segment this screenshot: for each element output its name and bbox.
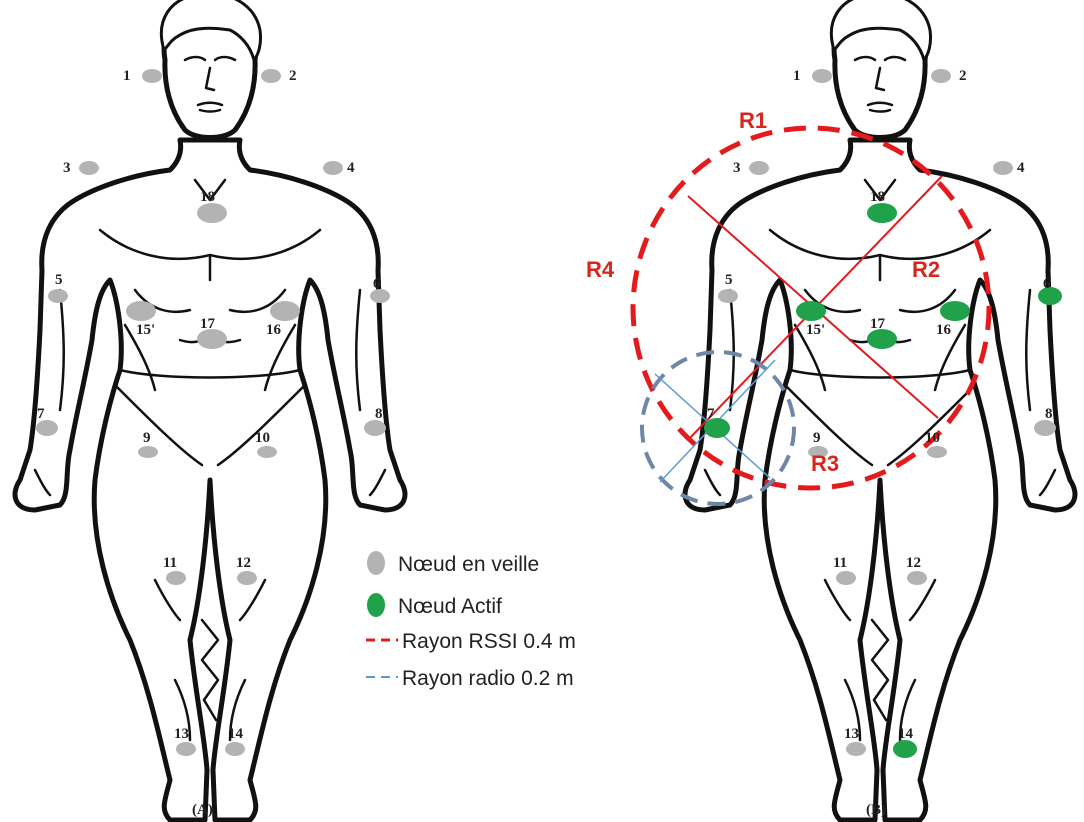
node-15-marker-b xyxy=(796,301,826,321)
node-8-label-a: 8 xyxy=(375,406,383,422)
node-9-label-a: 9 xyxy=(143,430,151,446)
node-12-label-a: 12 xyxy=(236,555,251,571)
node-6-label-a: 6 xyxy=(373,276,381,292)
node-4-label-a: 4 xyxy=(347,160,355,176)
region-label-r3: R3 xyxy=(811,451,839,476)
node-16-label-a: 16 xyxy=(266,322,282,338)
node-17-label-a: 17 xyxy=(200,316,216,332)
node-1-marker-a xyxy=(142,69,162,83)
node-9-marker-a xyxy=(138,446,158,458)
node-18-label-a: 18 xyxy=(200,189,215,205)
node-10-label-a: 10 xyxy=(255,430,270,446)
node-18-marker-b xyxy=(867,203,897,223)
node-16-marker-a xyxy=(270,301,300,321)
node-7-marker-a xyxy=(36,420,58,436)
node-12-marker-b xyxy=(907,571,927,585)
node-5-label-b: 5 xyxy=(725,272,733,288)
node-2-marker-a xyxy=(261,69,281,83)
figure-a xyxy=(15,0,405,820)
node-10-marker-b xyxy=(927,446,947,458)
node-2-label-a: 2 xyxy=(289,68,297,84)
node-1-label-b: 1 xyxy=(793,68,801,84)
node-7-label-a: 7 xyxy=(37,406,45,422)
node-4-marker-b xyxy=(993,161,1013,175)
node-15-label-b: 15' xyxy=(806,322,825,338)
node-12-marker-a xyxy=(237,571,257,585)
node-10-marker-a xyxy=(257,446,277,458)
node-11-marker-a xyxy=(166,571,186,585)
node-3-marker-b xyxy=(749,161,769,175)
node-18-label-b: 18 xyxy=(870,189,885,205)
legend-active-node-marker xyxy=(367,593,385,617)
node-16-marker-b xyxy=(940,301,970,321)
legend-radio-label: Rayon radio 0.2 m xyxy=(402,667,574,690)
node-12-label-b: 12 xyxy=(906,555,921,571)
region-label-r4: R4 xyxy=(586,257,615,282)
node-7-label-b: 7 xyxy=(707,406,715,422)
node-8-marker-b xyxy=(1034,420,1056,436)
region-label-r1: R1 xyxy=(739,108,767,133)
region-label-r2: R2 xyxy=(912,257,940,282)
node-15-marker-a xyxy=(126,301,156,321)
node-11-marker-b xyxy=(836,571,856,585)
legend-sleep-node-label: Nœud en veille xyxy=(398,553,539,576)
node-13-marker-a xyxy=(176,742,196,756)
node-14-label-a: 14 xyxy=(228,726,244,742)
node-4-marker-a xyxy=(323,161,343,175)
node-18-marker-a xyxy=(197,203,227,223)
legend-active-node-label: Nœud Actif xyxy=(398,595,502,618)
node-14-marker-b xyxy=(893,740,917,758)
node-5-marker-a xyxy=(48,289,68,303)
node-3-label-a: 3 xyxy=(63,160,71,176)
node-5-label-a: 5 xyxy=(55,272,63,288)
node-2-label-b: 2 xyxy=(959,68,967,84)
node-14-label-b: 14 xyxy=(898,726,914,742)
node-5-marker-b xyxy=(718,289,738,303)
node-1-marker-b xyxy=(812,69,832,83)
legend-sleep-node-marker xyxy=(367,551,385,575)
panel-label-b: (B) xyxy=(866,802,886,818)
node-2-marker-b xyxy=(931,69,951,83)
node-10-label-b: 10 xyxy=(925,430,940,446)
node-15-label-a: 15' xyxy=(136,322,155,338)
node-13-marker-b xyxy=(846,742,866,756)
node-16-label-b: 16 xyxy=(936,322,952,338)
node-13-label-a: 13 xyxy=(174,726,189,742)
node-9-label-b: 9 xyxy=(813,430,821,446)
node-4-label-b: 4 xyxy=(1017,160,1025,176)
node-6-label-b: 6 xyxy=(1043,276,1051,292)
legend: Nœud en veille Nœud Actif Rayon RSSI 0.4… xyxy=(366,551,576,690)
legend-rssi-label: Rayon RSSI 0.4 m xyxy=(402,630,576,653)
node-13-label-b: 13 xyxy=(844,726,859,742)
node-1-label-a: 1 xyxy=(123,68,131,84)
node-17-marker-a xyxy=(197,329,227,349)
node-8-marker-a xyxy=(364,420,386,436)
node-11-label-b: 11 xyxy=(833,555,847,571)
panel-label-a: (A) xyxy=(192,802,213,818)
node-17-marker-b xyxy=(867,329,897,349)
node-11-label-a: 11 xyxy=(163,555,177,571)
node-14-marker-a xyxy=(225,742,245,756)
node-3-label-b: 3 xyxy=(733,160,741,176)
node-3-marker-a xyxy=(79,161,99,175)
node-17-label-b: 17 xyxy=(870,316,886,332)
node-8-label-b: 8 xyxy=(1045,406,1053,422)
